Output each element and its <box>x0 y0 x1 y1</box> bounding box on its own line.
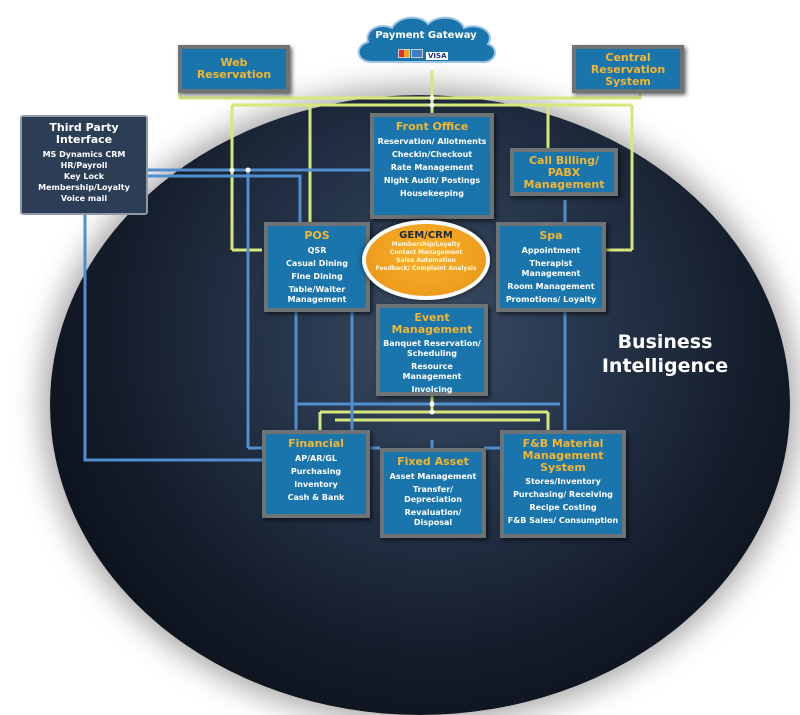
third-party-item: MS Dynamics CRM <box>42 150 126 159</box>
mastercard-icon <box>398 49 410 58</box>
third-party-item: Voice mail <box>60 194 108 203</box>
fixed-asset-item: Transfer/ Depreciation <box>404 485 462 504</box>
front-office-item: Night Audit/ Postings <box>383 176 481 185</box>
pos-item: Table/Waiter Management <box>287 285 347 304</box>
third-party-title: Third Party Interface <box>49 121 119 146</box>
fb-material-management-box: F&B Material Management System Stores/In… <box>500 430 626 538</box>
fb-material-item: Purchasing/ Receiving <box>513 490 613 499</box>
event-management-item: Banquet Reservation/ Scheduling <box>383 339 481 358</box>
front-office-item: Rate Management <box>390 163 474 172</box>
spa-box: Spa Appointment Therapist Management Roo… <box>496 222 606 312</box>
fb-material-item: Stores/Inventory <box>525 477 601 486</box>
gem-crm-item: Membership/Loyalty <box>391 241 461 248</box>
spa-item: Therapist Management <box>521 259 581 278</box>
pos-box: POS QSR Casual Dining Fine Dining Table/… <box>264 222 370 312</box>
third-party-item: HR/Payroll <box>60 161 108 170</box>
central-reservation-box: Central Reservation System <box>572 45 684 93</box>
gem-crm-ellipse: GEM/CRM Membership/Loyalty Contact Manag… <box>362 220 490 300</box>
payment-gateway-title: Payment Gateway <box>375 30 477 41</box>
gem-crm-item: Sales Automation <box>396 257 456 264</box>
front-office-item: Housekeeping <box>400 189 464 198</box>
connector-lines <box>83 70 642 462</box>
fb-material-title: F&B Material Management System <box>522 437 604 474</box>
event-management-item: Resource Management <box>402 362 462 381</box>
third-party-interface-box: Third Party Interface MS Dynamics CRM HR… <box>20 115 148 215</box>
payment-gateway-cloud <box>357 16 496 64</box>
fixed-asset-box: Fixed Asset Asset Management Transfer/ D… <box>380 448 486 538</box>
front-office-item: Reservation/ Allotments <box>377 137 487 146</box>
financial-item: Inventory <box>294 480 338 489</box>
third-party-item: Key Lock <box>63 172 105 181</box>
call-billing-box: Call Billing/ PABX Management <box>510 148 618 196</box>
front-office-box: Front Office Reservation/ Allotments Che… <box>370 113 494 219</box>
fb-material-item: F&B Sales/ Consumption <box>507 516 619 525</box>
event-management-title: Event Management <box>391 311 473 336</box>
gem-crm-item: Contact Management <box>389 249 463 256</box>
pos-item: Fine Dining <box>291 272 343 281</box>
card-logos: VISA <box>398 43 449 62</box>
business-intelligence-line1: Business <box>617 331 713 353</box>
financial-item: Cash & Bank <box>287 493 345 502</box>
front-office-item: Checkin/Checkout <box>391 150 473 159</box>
call-billing-title: Call Billing/ PABX Management <box>523 154 605 191</box>
business-intelligence-line2: Intelligence <box>601 355 729 377</box>
third-party-item: Membership/Loyalty <box>38 183 130 192</box>
fixed-asset-item: Revaluation/ Disposal <box>404 508 462 527</box>
spa-item: Promotions/ Loyalty <box>505 295 597 304</box>
web-reservation-box: Web Reservation <box>178 45 290 93</box>
event-management-box: Event Management Banquet Reservation/ Sc… <box>376 304 488 396</box>
pos-item: Casual Dining <box>286 259 348 268</box>
fixed-asset-item: Asset Management <box>389 472 477 481</box>
fb-material-item: Recipe Costing <box>529 503 597 512</box>
spa-item: Appointment <box>521 246 581 255</box>
event-management-item: Invoicing <box>411 385 453 394</box>
gem-crm-title: GEM/CRM <box>399 230 453 241</box>
pos-title: POS <box>304 229 330 242</box>
financial-item: AP/AR/GL <box>295 454 337 463</box>
front-office-title: Front Office <box>395 120 469 133</box>
central-reservation-title: Central Reservation System <box>590 51 666 88</box>
amex-icon <box>411 49 423 58</box>
financial-title: Financial <box>288 437 344 450</box>
spa-item: Room Management <box>507 282 595 291</box>
business-intelligence-label: Business Intelligence <box>580 330 750 378</box>
visa-logo: VISA <box>426 52 449 60</box>
gem-crm-item: Feedback/ Complaint Analysis <box>375 265 477 272</box>
financial-box: Financial AP/AR/GL Purchasing Inventory … <box>262 430 370 518</box>
pos-item: QSR <box>307 246 327 255</box>
financial-item: Purchasing <box>290 467 342 476</box>
spa-title: Spa <box>539 229 563 242</box>
fixed-asset-title: Fixed Asset <box>397 455 469 468</box>
web-reservation-title: Web Reservation <box>196 56 272 81</box>
